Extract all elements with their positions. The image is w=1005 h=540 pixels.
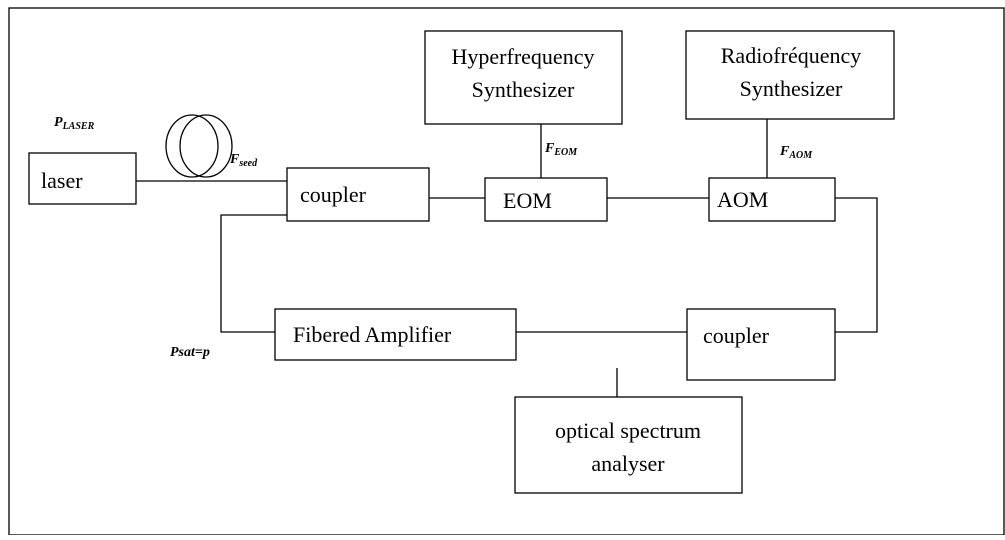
f-eom-label: FEOM (544, 141, 578, 158)
osa-label-line1: optical spectrum (555, 418, 701, 443)
laser-label: laser (41, 168, 83, 193)
optical-spectrum-analyser-block: optical spectrum analyser (514, 396, 743, 494)
eom-block: EOM (484, 177, 608, 222)
coupler-top-label: coupler (300, 182, 367, 207)
fiber-coil (165, 114, 233, 178)
laser-block: laser (28, 152, 137, 205)
aom-to-coupler-loop (835, 197, 878, 333)
coupler-to-amplifier-loop (220, 214, 287, 333)
fiber-loop-2 (179, 114, 233, 178)
f-seed-label: Fseed (229, 152, 258, 169)
coupler-bottom-label: coupler (703, 323, 770, 348)
radio-label-line2: Synthesizer (740, 76, 843, 101)
hyper-label-line2: Synthesizer (472, 77, 575, 102)
aom-label: AOM (717, 187, 768, 212)
psat-label: Psat=p (170, 345, 210, 360)
coupler-top-block: coupler (286, 167, 430, 222)
osa-label-line2: analyser (591, 451, 665, 476)
connections (136, 119, 878, 397)
radiofrequency-synthesizer-block: Radiofréquency Synthesizer (685, 30, 895, 120)
hyperfrequency-synthesizer-block: Hyperfrequency Synthesizer (424, 30, 623, 125)
f-aom-label: FAOM (779, 144, 813, 161)
fiber-loop-1 (165, 114, 219, 178)
coupler-bottom-block: coupler (686, 308, 836, 381)
amplifier-label: Fibered Amplifier (293, 322, 452, 347)
p-laser-label: PLASER (54, 115, 95, 132)
eom-label: EOM (503, 188, 552, 213)
fibered-amplifier-block: Fibered Amplifier (274, 308, 517, 361)
radio-label-line1: Radiofréquency (721, 43, 862, 68)
aom-block: AOM (708, 177, 836, 222)
hyper-label-line1: Hyperfrequency (452, 44, 595, 69)
